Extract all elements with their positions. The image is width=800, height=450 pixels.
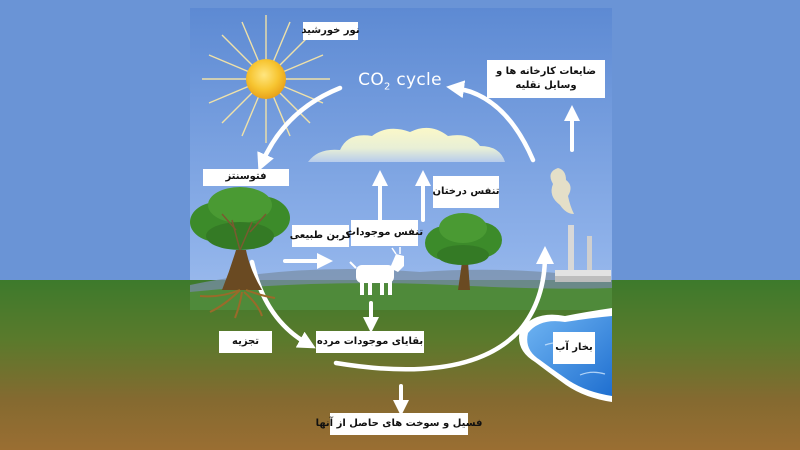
label-photosynthesis: فتوسنتز <box>203 169 289 186</box>
sun-icon <box>202 15 330 143</box>
label-water-vapor: بخار آب <box>553 332 595 364</box>
smoke-icon <box>550 168 574 214</box>
label-factory-waste: ضایعات کارخانه ها و وسایل نقلیه <box>487 60 605 98</box>
cloud-icon <box>308 127 505 162</box>
tree-icon <box>190 187 290 319</box>
label-organism-respiration: تنفس موجودات <box>346 220 423 246</box>
label-decomposition: تجزیه <box>219 331 272 353</box>
label-dead-remains: بقایای موجودات مرده <box>316 331 424 353</box>
label-sunlight: نور خورشید <box>301 22 360 40</box>
goat-icon <box>349 247 404 295</box>
diagram-title: CO2 cycle <box>358 70 442 93</box>
factory-icon <box>555 225 611 282</box>
tree-icon <box>425 213 502 290</box>
label-tree-respiration: تنفس درختان <box>432 176 500 208</box>
label-fossils: فسیل و سوخت های حاصل از آنها <box>316 413 482 435</box>
label-natural-carbon: کربن طبیعی <box>290 225 351 247</box>
